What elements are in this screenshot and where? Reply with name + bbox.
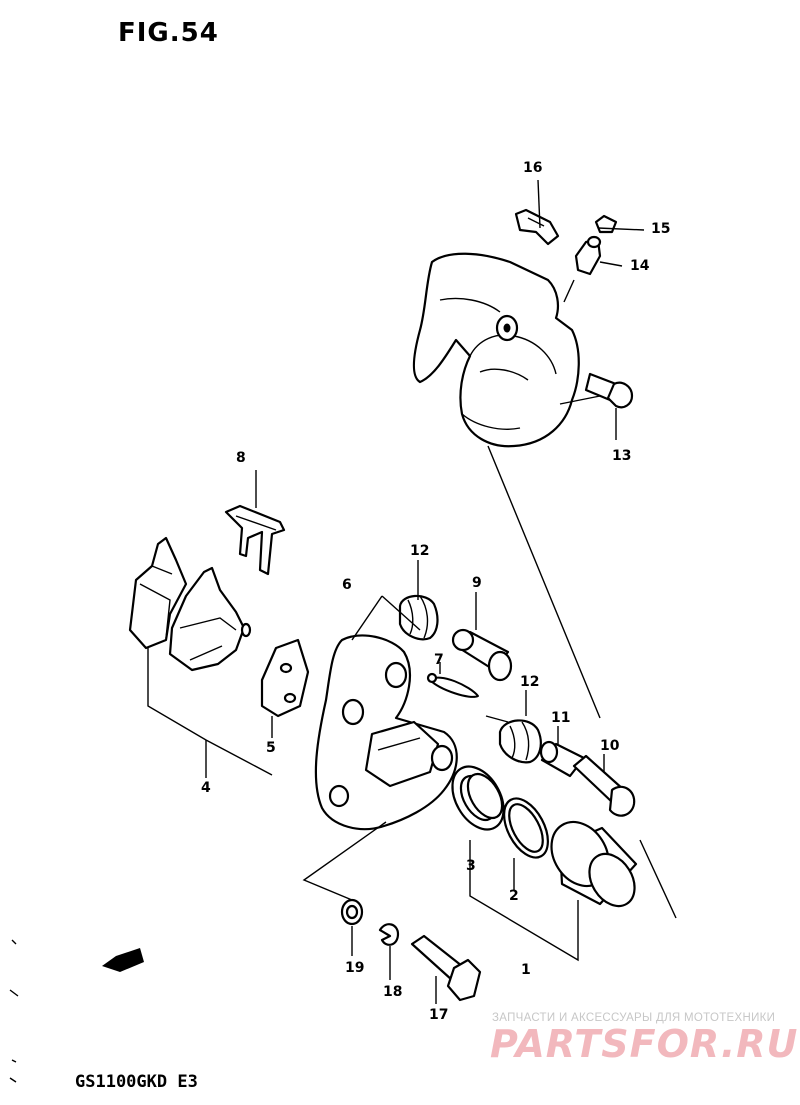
lock-washer [378, 923, 400, 946]
sleeve [539, 740, 586, 778]
callout-7: 7 [434, 652, 444, 668]
forward-arrow-icon [102, 948, 144, 972]
callout-12-lower: 12 [520, 674, 540, 690]
callout-6: 6 [342, 577, 352, 593]
bleeder-cap [594, 214, 618, 234]
mounting-bolt-lower [410, 934, 482, 1002]
callout-4: 4 [201, 780, 211, 796]
mounting-bolt-upper [584, 372, 634, 409]
washer [340, 898, 364, 926]
callout-13: 13 [612, 448, 632, 464]
piston [550, 820, 638, 908]
caliper-body-upper [412, 252, 580, 448]
dust-boot-lower [498, 719, 542, 764]
slide-pin [451, 628, 513, 682]
callout-12-upper: 12 [410, 543, 430, 559]
callout-15: 15 [651, 221, 671, 237]
callout-2: 2 [509, 888, 519, 904]
callout-3: 3 [466, 858, 476, 874]
callout-19: 19 [345, 960, 365, 976]
leader-lines [9, 179, 677, 1083]
model-code: GS1100GKD E3 [75, 1072, 198, 1092]
watermark-tagline: ЗАПЧАСТИ И АКСЕССУАРЫ ДЛЯ МОТОТЕХНИКИ [492, 1012, 776, 1024]
brake-pad-inner [168, 566, 252, 672]
callout-1: 1 [521, 962, 531, 978]
watermark-brand: PARTSFOR.RU [490, 1022, 799, 1066]
brake-pad-outer [128, 536, 188, 650]
pad-clip [260, 638, 310, 718]
callout-17: 17 [429, 1007, 449, 1023]
dust-boot-upper [398, 594, 439, 641]
callout-11: 11 [551, 710, 571, 726]
piston-dust-seal [451, 765, 505, 831]
callout-8: 8 [236, 450, 246, 466]
callout-5: 5 [266, 740, 276, 756]
callout-18: 18 [383, 984, 403, 1000]
pad-spring [514, 208, 560, 246]
callout-9: 9 [472, 575, 482, 591]
callout-10: 10 [600, 738, 620, 754]
bleeder-valve [574, 235, 602, 276]
pad-shim [224, 504, 286, 576]
callout-16: 16 [523, 160, 543, 176]
caliper-bracket [314, 634, 458, 831]
callout-14: 14 [630, 258, 650, 274]
pad-pin-clip [426, 672, 479, 698]
figure-title: FIG.54 [118, 18, 219, 48]
piston-seal [503, 797, 549, 859]
slide-bolt [572, 754, 636, 817]
